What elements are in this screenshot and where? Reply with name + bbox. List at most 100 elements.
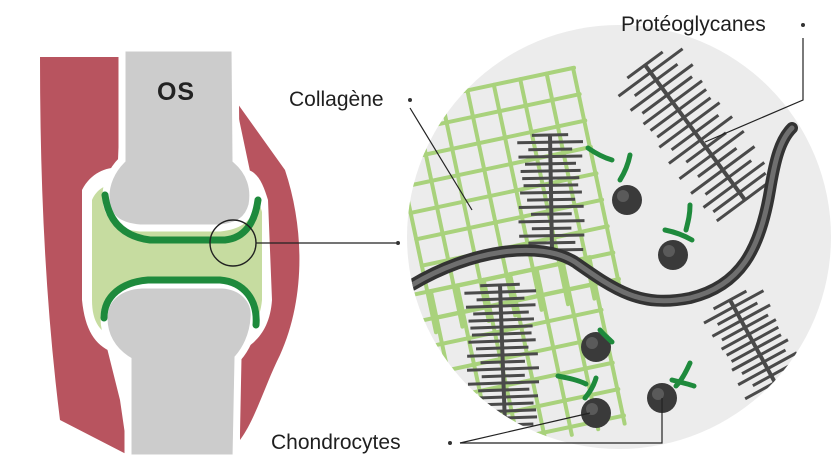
proteoglycan-bristle (517, 140, 584, 145)
collagen-label-dot (408, 98, 412, 102)
proteoglycan-bristle (764, 390, 809, 417)
proteoglycan-bristle (475, 345, 529, 351)
proteoglycan-bristle (720, 318, 777, 351)
proteoglycan-bristle (519, 233, 585, 238)
proteoglycan-bristle (712, 171, 767, 214)
proteoglycan-bristle (730, 333, 782, 363)
proteoglycan-bristle (656, 96, 712, 139)
proteoglycan-bristle (518, 204, 584, 209)
proteoglycan-bristle (467, 352, 538, 358)
proteoglycan-bristle (668, 115, 734, 165)
proteoglycan-bristle (468, 338, 536, 344)
chondrocyte-nucleus (586, 403, 598, 415)
joint-illustration: OS (40, 44, 300, 462)
proteoglycan-bristle (658, 101, 721, 149)
proteoglycan-bristle (716, 301, 759, 326)
matrix-arc (617, 152, 633, 183)
chondrocyte-nucleus (652, 388, 664, 400)
proteoglycans-label: Protéoglycanes (621, 13, 766, 36)
proteoglycan-bristle (528, 240, 576, 245)
proteoglycan-bristle (471, 331, 532, 337)
proteoglycan-bristle (467, 380, 540, 386)
proteoglycan-bristle (531, 133, 569, 137)
collagen-leader (409, 107, 473, 211)
matrix-arc (597, 327, 615, 345)
proteoglycan-bristle (629, 63, 694, 112)
proteoglycan-bristle (712, 289, 748, 311)
lower-bone (100, 281, 258, 462)
upper-cartilage (101, 191, 262, 244)
proteoglycan-bristle (761, 393, 819, 427)
proteoglycan-bristle (480, 359, 526, 365)
proteoglycan-bristle (752, 364, 791, 387)
proteoglycan-bristle (523, 183, 579, 188)
chondrocyte-nucleus (617, 190, 629, 202)
proteoglycan-bristle (641, 75, 693, 115)
matrix-arcs (555, 145, 697, 401)
collagen-fibre (571, 65, 623, 295)
zoom-connector-dot (396, 241, 400, 245)
zoom-circle-bg (407, 25, 831, 449)
collagen-fibre (407, 118, 588, 163)
proteoglycan-bristle (531, 226, 572, 231)
proteoglycan-bristle (466, 366, 540, 372)
proteoglycan-bristle (678, 129, 745, 181)
proteoglycan-bristle (702, 161, 766, 209)
proteoglycan-bristle (520, 190, 582, 195)
proteoglycan-bristle (690, 145, 756, 195)
proteoglycan-bristle (476, 296, 525, 302)
proteoglycan-bristle (481, 373, 525, 379)
chondrocyte-nucleus (663, 245, 675, 257)
proteoglycans-leader (704, 38, 804, 143)
matrix-arc (585, 145, 615, 163)
collagen-fibre (407, 255, 593, 299)
proteoglycan-bristle (520, 168, 581, 173)
matrix-arc (683, 202, 693, 233)
collagen-fibre (465, 88, 518, 318)
proteoglycan-bristle (737, 351, 798, 387)
proteoglycan-bristle (480, 282, 520, 288)
chondrocytes-label: Chondrocytes (271, 431, 401, 454)
matrix-arc (582, 375, 599, 401)
collagen-fibre (407, 144, 593, 189)
matrix-arc (673, 360, 693, 389)
proteoglycan-bristle (469, 394, 539, 400)
chondrocytes-leader-b (460, 398, 663, 444)
proteoglycan-bristle (697, 147, 738, 178)
proteoglycan-bristle (715, 177, 775, 223)
proteoglycan-bristle (626, 50, 664, 80)
lower-cartilage (100, 276, 260, 329)
collagen-fibre (438, 94, 491, 324)
collagen-label: Collagène (289, 88, 384, 111)
chondrocyte-nucleus (586, 337, 598, 349)
proteoglycan-bristle (685, 131, 727, 164)
proteoglycan-bristle (518, 154, 583, 159)
collagen-fibre (407, 105, 438, 335)
proteoglycan-bristle (464, 289, 537, 295)
proteoglycan-bristle (721, 313, 769, 342)
proteoglycan-bristle (476, 422, 534, 428)
proteoglycan (617, 47, 775, 223)
chondrocytes-label-dot (448, 441, 452, 445)
proteoglycan-bristle (633, 62, 679, 98)
matrix-arc (662, 227, 695, 243)
collagen-fibre (408, 281, 598, 326)
upper-bone (102, 44, 257, 232)
hyaluronan-backbone (407, 122, 798, 307)
chondrocytes-leader-a (459, 412, 591, 444)
proteoglycan-bristle (478, 387, 530, 393)
collagen-fibre (413, 307, 604, 352)
proteoglycan-bristle (704, 159, 753, 196)
proteoglycan-bristle (670, 113, 720, 152)
bone-label: OS (157, 78, 195, 106)
matrix-arc (669, 377, 697, 389)
proteoglycan-bristle (528, 147, 573, 152)
proteoglycan-bristle (703, 289, 765, 325)
proteoglycan-bristle (617, 47, 684, 98)
proteoglycan-bristle (518, 219, 585, 224)
proteoglycan-bristle (527, 197, 576, 202)
proteoglycan-bristle (741, 348, 787, 376)
proteoglycan-bristle (530, 212, 572, 216)
